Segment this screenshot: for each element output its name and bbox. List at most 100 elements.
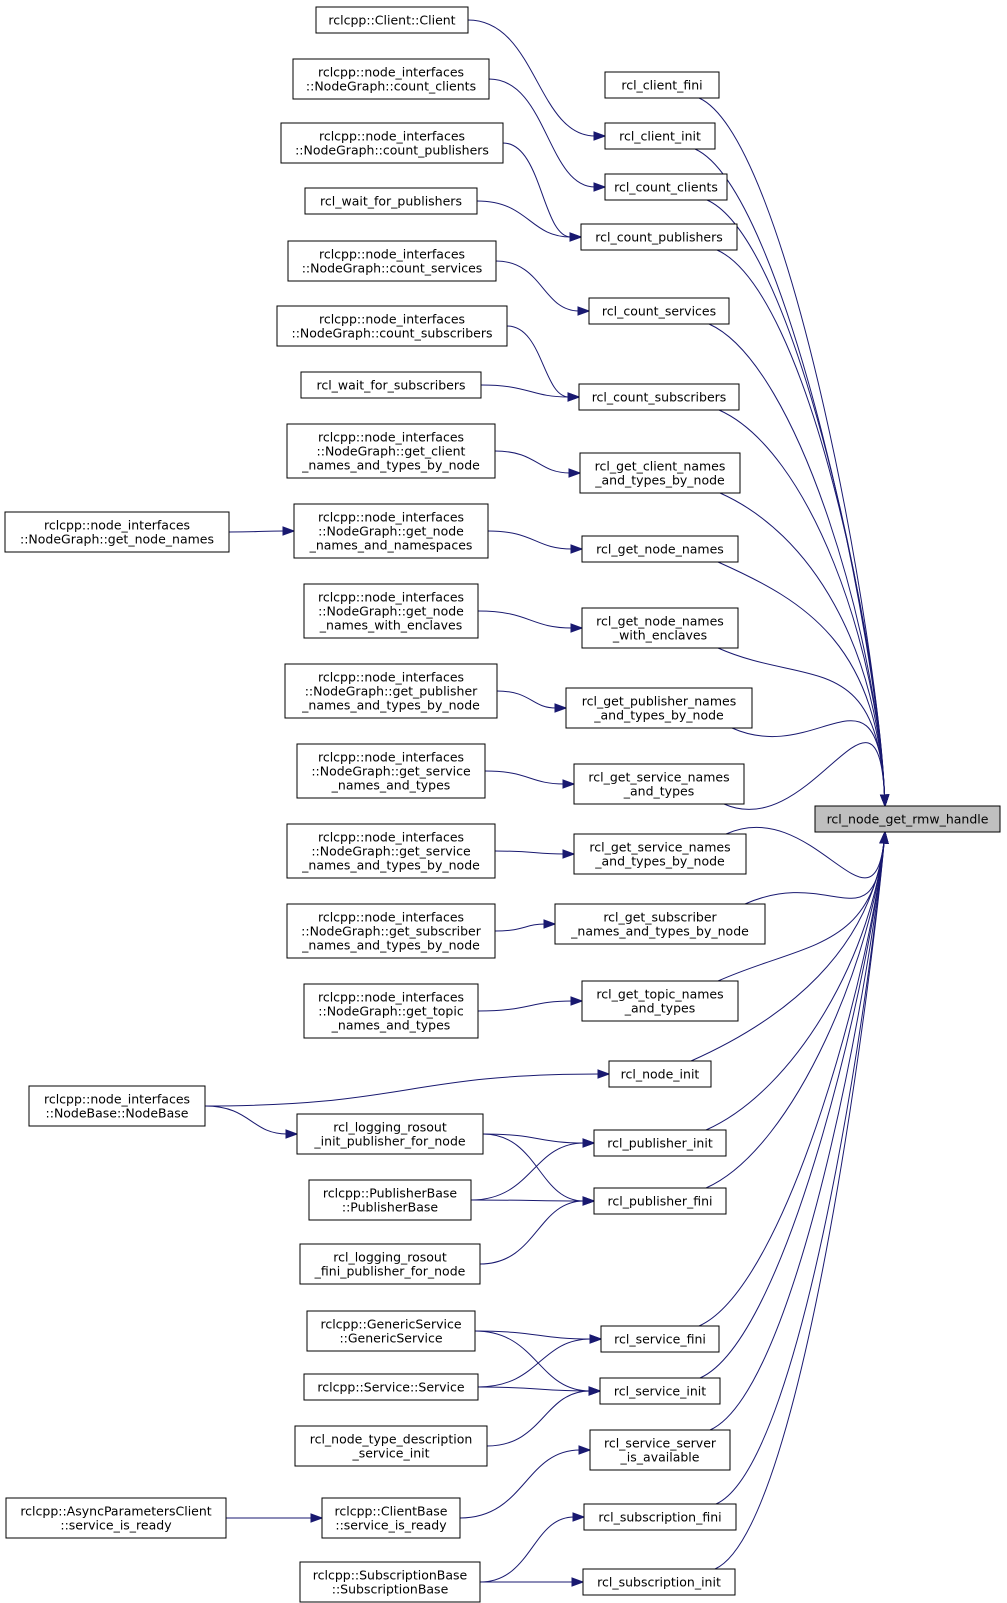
edge-service_service-to-service_init xyxy=(477,1386,591,1392)
node-box xyxy=(300,371,482,399)
node-box xyxy=(303,1373,479,1401)
arrowhead-ng_get_client-to-get_client_names xyxy=(568,468,582,478)
node-count-services[interactable]: rcl_count_services xyxy=(588,297,730,325)
node-count-clients[interactable]: rcl_count_clients xyxy=(604,173,728,201)
node-label: rcl_subscription_init xyxy=(597,1575,721,1590)
arrowhead-nodebase-to-node_init xyxy=(597,1069,611,1079)
edge-clientbase-to-service_server xyxy=(459,1449,581,1519)
node-root[interactable]: rcl_node_get_rmw_handle xyxy=(814,805,1001,833)
arrowhead-wait_publishers-to-count_publishers xyxy=(569,232,583,242)
node-get-node-names-enc[interactable]: rcl_get_node_names_with_enclaves xyxy=(581,607,739,649)
node-label: rcl_get_node_names xyxy=(596,542,724,557)
node-publisherbase[interactable]: rclcpp::PublisherBase::PublisherBase xyxy=(308,1179,472,1221)
node-wait-subscribers[interactable]: rcl_wait_for_subscribers xyxy=(300,371,482,399)
node-publisher-init[interactable]: rcl_publisher_init xyxy=(593,1129,727,1157)
node-ng-get-node-ns[interactable]: rclcpp::node_interfaces::NodeGraph::get_… xyxy=(293,503,489,559)
node-box xyxy=(294,1425,488,1467)
node-get-publisher-names[interactable]: rcl_get_publisher_names_and_types_by_nod… xyxy=(565,687,753,729)
node-publisher-fini[interactable]: rcl_publisher_fini xyxy=(593,1187,727,1215)
node-service-service[interactable]: rclcpp::Service::Service xyxy=(303,1373,479,1401)
edge-get_subscriber_names-to-root xyxy=(744,831,886,905)
node-count-publishers[interactable]: rcl_count_publishers xyxy=(580,223,738,251)
node-label: ::NodeGraph::get_node xyxy=(318,604,464,619)
node-label: ::NodeGraph::get_service xyxy=(311,844,471,859)
node-label: rclcpp::node_interfaces xyxy=(318,590,464,605)
node-node-type-desc[interactable]: rcl_node_type_description_service_init xyxy=(294,1425,488,1467)
node-label: rclcpp::node_interfaces xyxy=(318,670,464,685)
node-ng-count-services[interactable]: rclcpp::node_interfaces::NodeGraph::coun… xyxy=(287,240,497,282)
node-label: rclcpp::node_interfaces xyxy=(319,129,465,144)
node-node-init[interactable]: rcl_node_init xyxy=(608,1060,712,1088)
node-label: rclcpp::node_interfaces xyxy=(318,990,464,1005)
node-async-params[interactable]: rclcpp::AsyncParametersClient::service_i… xyxy=(5,1497,227,1539)
arrowhead-client_client-to-client_init xyxy=(593,131,607,141)
node-wait-publishers[interactable]: rcl_wait_for_publishers xyxy=(304,187,478,215)
node-generic-service[interactable]: rclcpp::GenericService::GenericService xyxy=(306,1310,476,1352)
node-subscription-init[interactable]: rcl_subscription_init xyxy=(582,1568,736,1596)
node-get-service-names-node[interactable]: rcl_get_service_names_and_types_by_node xyxy=(573,833,747,875)
node-box xyxy=(580,223,738,251)
node-box xyxy=(582,1568,736,1596)
node-ng-get-node-enc[interactable]: rclcpp::node_interfaces::NodeGraph::get_… xyxy=(303,583,479,639)
node-subscriptionbase[interactable]: rclcpp::SubscriptionBase::SubscriptionBa… xyxy=(299,1561,481,1603)
node-get-client-names[interactable]: rcl_get_client_names_and_types_by_node xyxy=(579,452,741,494)
node-client-init[interactable]: rcl_client_init xyxy=(604,122,716,150)
node-clientbase[interactable]: rclcpp::ClientBase::service_is_ready xyxy=(321,1497,461,1539)
node-label: rclcpp::node_interfaces xyxy=(318,750,464,765)
node-label: rcl_publisher_init xyxy=(607,1136,713,1151)
node-box xyxy=(600,1325,720,1353)
node-box xyxy=(814,805,1001,833)
node-ng-count-subscribers[interactable]: rclcpp::node_interfaces::NodeGraph::coun… xyxy=(276,305,508,347)
node-get-topic-names[interactable]: rcl_get_topic_names_and_types xyxy=(581,980,739,1022)
node-label: rcl_publisher_fini xyxy=(608,1194,713,1209)
node-service-fini[interactable]: rcl_service_fini xyxy=(600,1325,720,1353)
node-get-service-names[interactable]: rcl_get_service_names_and_types xyxy=(573,763,745,805)
node-service-server[interactable]: rcl_service_server_is_available xyxy=(589,1429,731,1471)
node-box xyxy=(321,1497,461,1539)
node-client-client[interactable]: rclcpp::Client::Client xyxy=(315,6,469,34)
node-count-subscribers[interactable]: rcl_count_subscribers xyxy=(578,383,740,411)
node-ng-get-subscriber[interactable]: rclcpp::node_interfaces::NodeGraph::get_… xyxy=(286,903,496,959)
arrowhead-subscription_init-to-root xyxy=(879,830,889,844)
edge-ng_count_services-to-count_services xyxy=(495,260,580,312)
node-label: ::NodeGraph::get_service xyxy=(311,764,471,779)
node-label: rcl_count_clients xyxy=(614,180,718,195)
node-client-fini[interactable]: rcl_client_fini xyxy=(604,71,720,99)
node-box xyxy=(588,297,730,325)
edge-ng_get_client-to-get_client_names xyxy=(494,450,571,474)
node-label: rcl_logging_rosout xyxy=(333,1120,447,1135)
arrowhead-ng_get_subscriber-to-get_subscriber_names xyxy=(543,919,557,929)
node-logging-init[interactable]: rcl_logging_rosout_init_publisher_for_no… xyxy=(296,1113,484,1155)
node-label: _names_and_types_by_node xyxy=(570,924,749,939)
node-ng-get-service-node[interactable]: rclcpp::node_interfaces::NodeGraph::get_… xyxy=(286,823,496,879)
node-box xyxy=(276,305,508,347)
edge-ng_get_node_enc-to-get_node_names_enc xyxy=(477,610,573,629)
node-ng-get-topic[interactable]: rclcpp::node_interfaces::NodeGraph::get_… xyxy=(303,983,479,1039)
node-get-node-names[interactable]: rcl_get_node_names xyxy=(581,535,739,563)
node-box xyxy=(579,452,741,494)
arrowhead-logging_fini-to-publisher_fini xyxy=(582,1196,596,1206)
edge-publisherbase-to-publisher_init xyxy=(470,1142,585,1201)
node-nodebase[interactable]: rclcpp::node_interfaces::NodeBase::NodeB… xyxy=(28,1085,206,1127)
node-ng-count-publishers[interactable]: rclcpp::node_interfaces::NodeGraph::coun… xyxy=(280,122,504,164)
node-label: rcl_get_service_names xyxy=(589,840,730,855)
node-service-init[interactable]: rcl_service_init xyxy=(599,1377,721,1405)
node-label: rcl_get_client_names xyxy=(595,459,726,474)
node-ng-get-publisher[interactable]: rclcpp::node_interfaces::NodeGraph::get_… xyxy=(284,663,498,719)
node-box xyxy=(315,6,469,34)
node-get-subscriber-names[interactable]: rcl_get_subscriber_names_and_types_by_no… xyxy=(554,903,766,945)
node-label: ::NodeGraph::get_subscriber xyxy=(301,924,482,939)
arrowhead-ng_get_node_ns-to-get_node_names xyxy=(570,544,584,554)
node-ng-get-client[interactable]: rclcpp::node_interfaces::NodeGraph::get_… xyxy=(286,423,496,479)
node-logging-fini[interactable]: rcl_logging_rosout_fini_publisher_for_no… xyxy=(299,1243,481,1285)
node-subscription-fini[interactable]: rcl_subscription_fini xyxy=(583,1503,737,1531)
node-ng-get-service[interactable]: rclcpp::node_interfaces::NodeGraph::get_… xyxy=(296,743,486,799)
node-ng-get-node-names[interactable]: rclcpp::node_interfaces::NodeGraph::get_… xyxy=(4,511,230,553)
node-box xyxy=(306,1310,476,1352)
node-ng-count-clients[interactable]: rclcpp::node_interfaces::NodeGraph::coun… xyxy=(292,58,490,100)
node-label: rcl_wait_for_publishers xyxy=(320,194,462,209)
node-label: rclcpp::ClientBase xyxy=(334,1504,447,1519)
node-box xyxy=(608,1060,712,1088)
node-label: rclcpp::node_interfaces xyxy=(318,830,464,845)
node-box xyxy=(581,607,739,649)
